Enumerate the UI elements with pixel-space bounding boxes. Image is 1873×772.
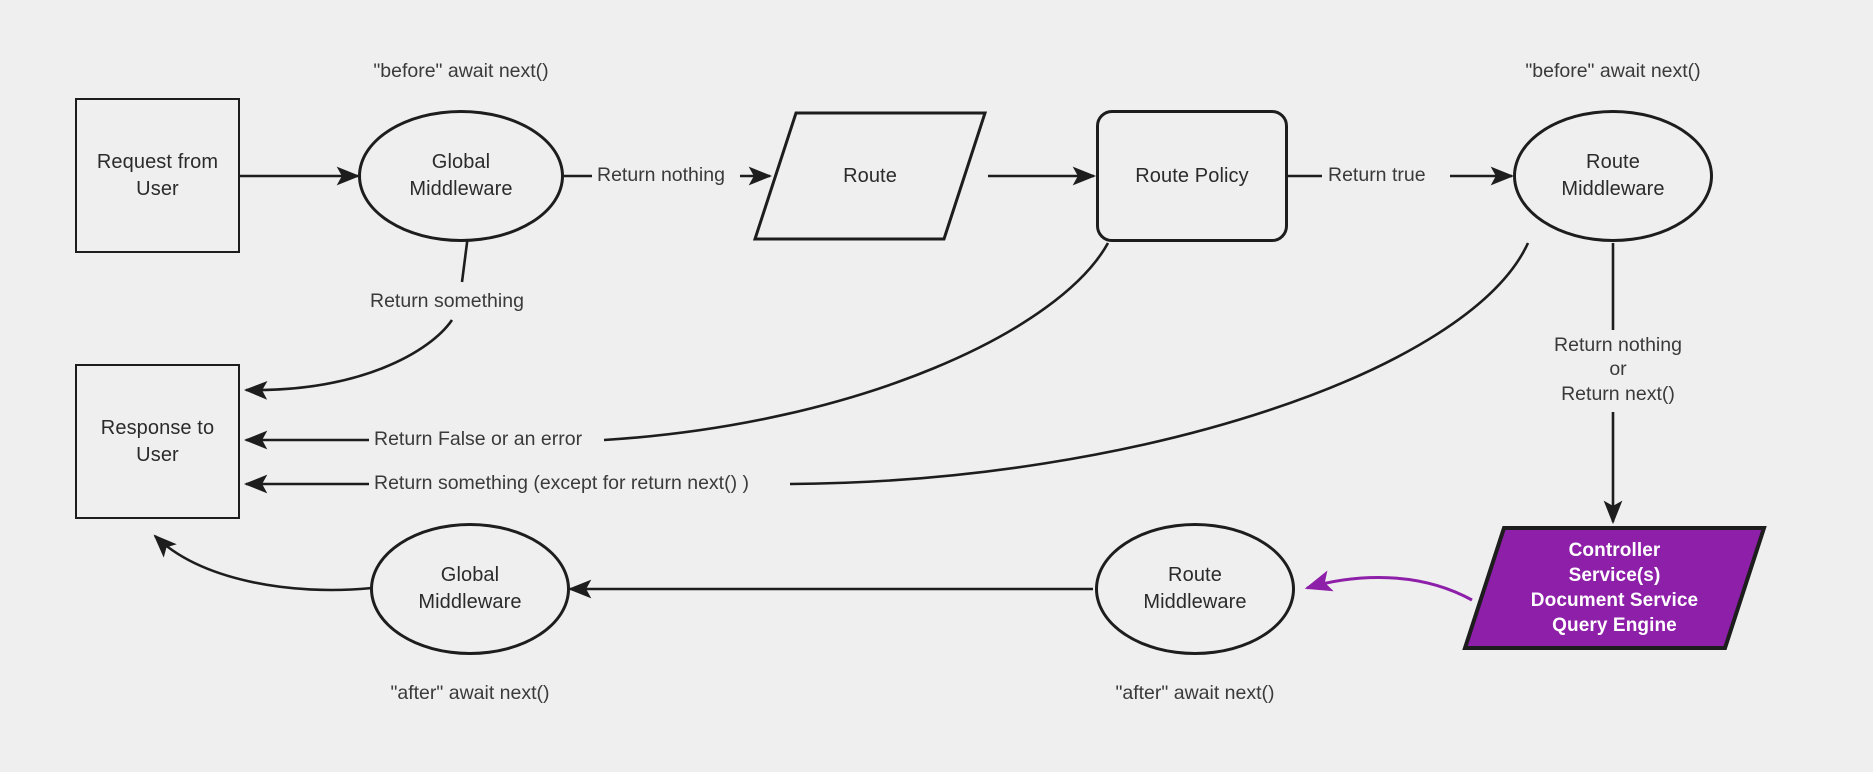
edge-label-return-nothing-or-next: Return nothing or Return next() (1528, 330, 1708, 410)
node-controller-services[interactable]: Controller Service(s) Document Service Q… (1462, 525, 1767, 651)
caption-before-global: "before" await next() (373, 60, 549, 82)
node-label: Route (843, 164, 897, 187)
parallelogram-shape (1462, 525, 1767, 651)
caption-before-route: "before" await next() (1525, 60, 1701, 82)
node-label: Global Middleware (418, 564, 522, 613)
edge-label-return-nothing: Return nothing (592, 163, 730, 188)
node-label: Route Policy (1135, 164, 1249, 187)
node-label: Controller Service(s) Document Service Q… (1530, 539, 1699, 637)
edge-policy-return-false-curve (603, 242, 1110, 442)
node-request-from-user[interactable]: Request from User (75, 98, 240, 253)
edge-label-return-something-except: Return something (except for return next… (369, 471, 754, 496)
caption-after-route: "after" await next() (1115, 682, 1275, 704)
node-label: Response to User (100, 416, 215, 466)
node-global-middleware-after[interactable]: Global Middleware (370, 523, 570, 655)
node-route-middleware-before[interactable]: Route Middleware (1513, 110, 1713, 242)
edge-label-line-2: or (1609, 358, 1627, 381)
edge-controller-to-rmw-after (1304, 570, 1473, 602)
edge-label-return-something: Return something (365, 289, 529, 314)
edge-global-return-something-lower (243, 319, 454, 400)
node-label: Global Middleware (409, 151, 513, 200)
edge-label-return-false-or-error: Return False or an error (369, 427, 588, 452)
edge-label-line-3: Return next() (1561, 382, 1675, 405)
edge-rmw-return-something-curve (789, 242, 1530, 486)
edge-label-line-1: Return nothing (1554, 334, 1682, 356)
caption-after-global: "after" await next() (390, 682, 550, 704)
node-label: Route Middleware (1143, 564, 1247, 613)
edge-label-return-true: Return true (1323, 163, 1431, 188)
parallelogram-shape (752, 110, 988, 242)
node-route-middleware-after[interactable]: Route Middleware (1095, 523, 1295, 655)
node-route-policy[interactable]: Route Policy (1096, 110, 1288, 242)
node-global-middleware-before[interactable]: Global Middleware (358, 110, 564, 242)
edge-gmw-after-to-response (153, 534, 373, 592)
node-response-to-user[interactable]: Response to User (75, 364, 240, 519)
node-label: Request from User (96, 150, 219, 200)
edge-global-return-something-upper (460, 234, 470, 283)
node-label: Route Middleware (1561, 151, 1665, 200)
node-route[interactable]: Route (752, 110, 988, 242)
